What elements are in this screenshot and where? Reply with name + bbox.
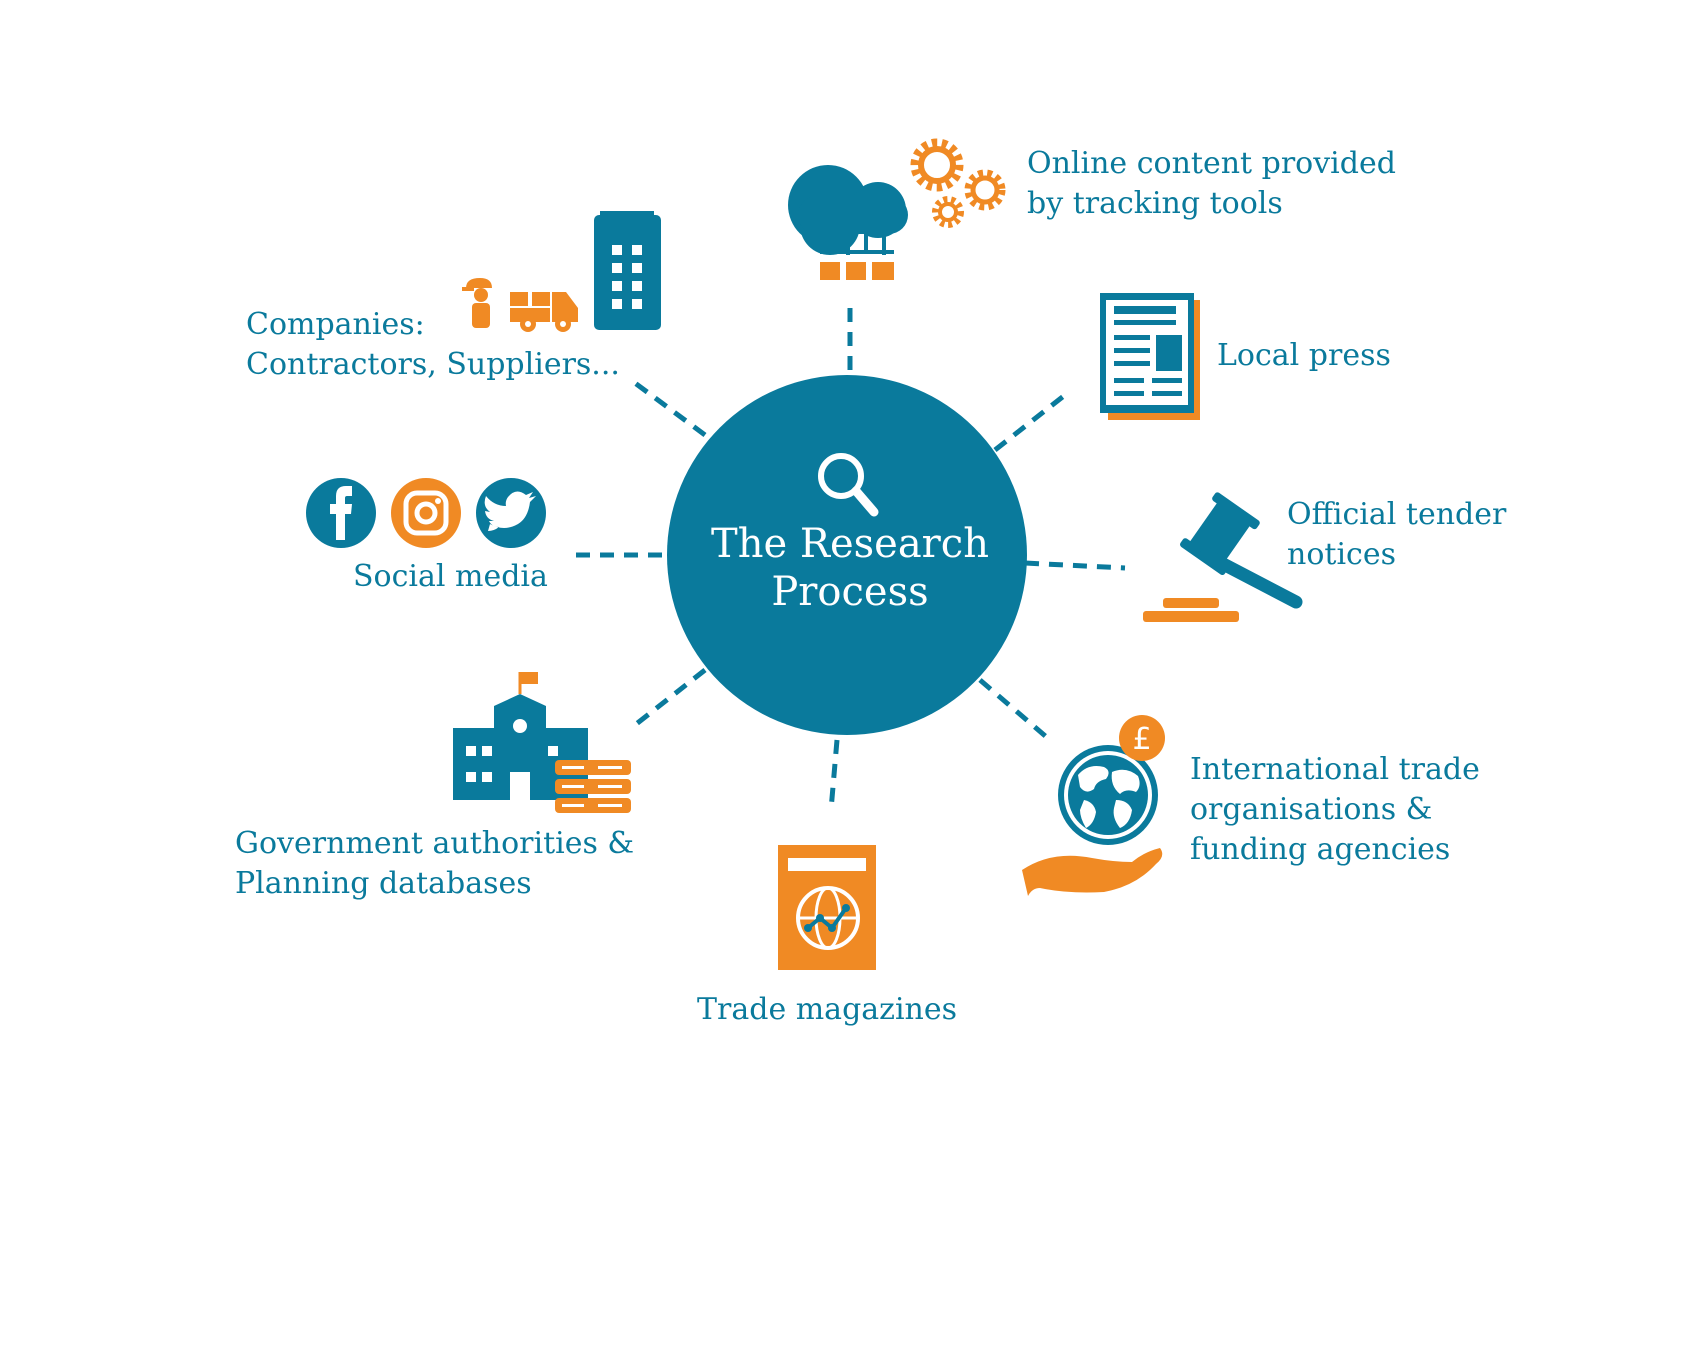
globe-hand-icon: £ <box>1022 715 1165 896</box>
label-online-content: Online content provided by tracking tool… <box>1027 146 1396 221</box>
label-official-tender: Official tender notices <box>1287 497 1507 572</box>
connector-intl <box>978 678 1052 742</box>
pound-coin-icon <box>1119 715 1165 761</box>
government-building-icon <box>453 672 631 813</box>
connector-companies <box>633 380 707 438</box>
center-title-line-2: Process <box>771 569 929 615</box>
label-trade-magazines: Trade magazines <box>697 992 958 1027</box>
label-international-trade: International trade organisations & fund… <box>1190 752 1480 867</box>
connector-government <box>633 668 707 727</box>
center-title: The Research Process <box>700 520 1000 616</box>
worker-icon <box>462 278 492 328</box>
label-social-media: Social media <box>353 559 548 594</box>
magazine-icon <box>778 845 876 970</box>
label-local-press: Local press <box>1217 338 1391 373</box>
newspaper-icon <box>1100 293 1200 420</box>
hand-icon <box>1022 848 1163 896</box>
database-icon <box>555 760 631 813</box>
connector-press <box>993 393 1067 452</box>
connector-magazines <box>828 739 840 811</box>
center-circle <box>667 375 1027 735</box>
cloud-gears-icon <box>788 138 1006 280</box>
center-title-line-1: The Research <box>711 521 989 567</box>
pound-badge: £ <box>1132 722 1151 757</box>
connector-tender <box>1024 560 1126 571</box>
label-government: Government authorities & Planning databa… <box>235 826 635 901</box>
label-companies: Companies: Contractors, Suppliers... <box>246 307 620 382</box>
instagram-icon <box>391 478 461 548</box>
gavel-icon <box>1143 492 1303 622</box>
twitter-icon <box>476 478 546 548</box>
truck-icon <box>510 292 578 332</box>
magnifier-icon <box>818 453 879 517</box>
companies-icon <box>462 211 661 332</box>
facebook-icon <box>306 478 376 548</box>
